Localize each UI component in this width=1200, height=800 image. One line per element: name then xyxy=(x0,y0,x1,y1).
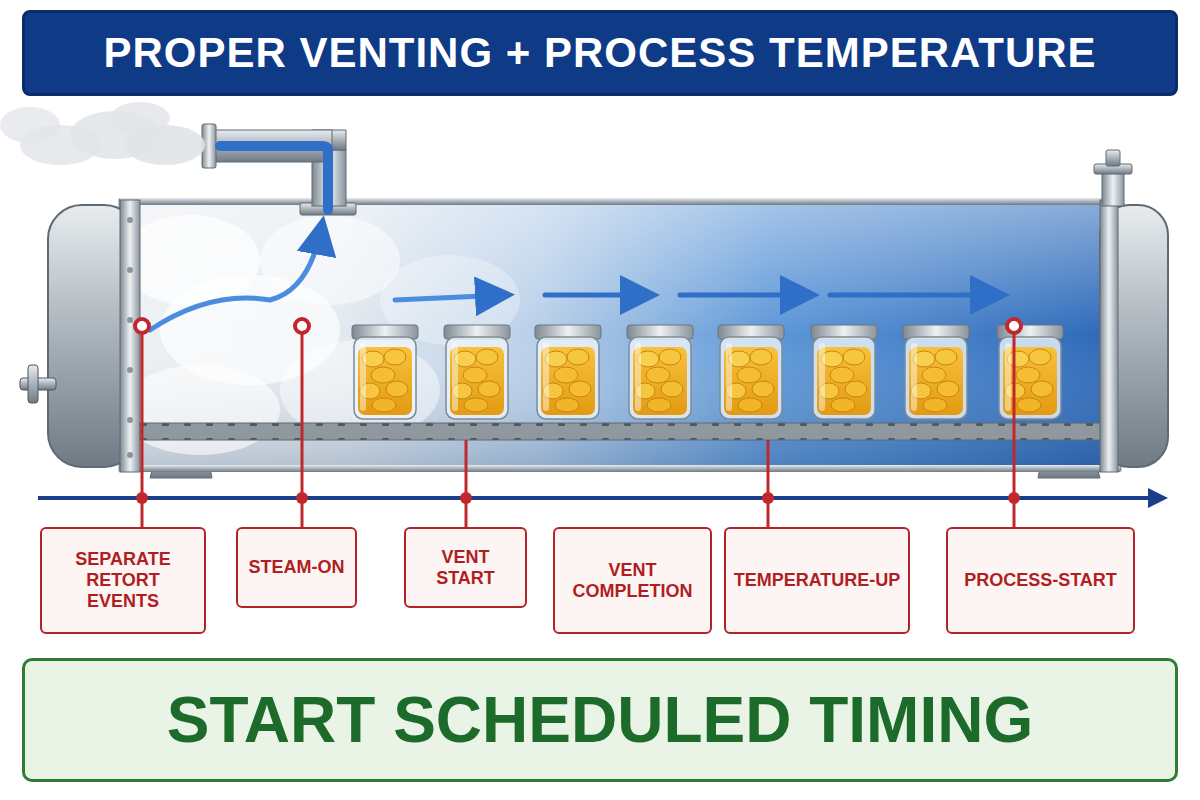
title-band: PROPER VENTING + PROCESS TEMPERATURE xyxy=(22,10,1178,96)
steam-cloud xyxy=(120,215,520,455)
box-content: VENT COMPLETION xyxy=(563,560,702,601)
leader-line xyxy=(142,326,1014,527)
box-label: SEPARATE RETORT EVENTS xyxy=(52,549,194,611)
jar-rack xyxy=(140,423,1100,440)
timing-band: START SCHEDULED TIMING xyxy=(22,658,1178,782)
box-content: VENT START xyxy=(414,547,517,588)
title-text: PROPER VENTING + PROCESS TEMPERATURE xyxy=(103,29,1096,77)
exhaust-steam xyxy=(0,102,205,165)
timeline-arrowhead xyxy=(1148,488,1168,508)
box-content: START SCHEDULED TIMING xyxy=(167,683,1033,757)
box-content: SEPARATE RETORT EVENTS xyxy=(52,549,194,611)
box-label: PROCESS-START xyxy=(964,570,1117,591)
timeline-axis xyxy=(38,496,1152,500)
box-content: PROCESS-START xyxy=(964,570,1117,591)
event-box: SEPARATE RETORT EVENTS xyxy=(40,527,206,634)
box-content: STEAM-ON xyxy=(249,557,345,578)
door-bolts xyxy=(127,217,133,458)
door-flange xyxy=(120,200,140,472)
box-label: VENT START xyxy=(414,547,517,588)
top-valve xyxy=(1094,150,1132,206)
retort-rim xyxy=(120,465,1120,472)
door-handle xyxy=(20,365,56,403)
vent-pipe xyxy=(202,124,356,215)
event-box: STEAM-ON xyxy=(236,527,357,608)
box-label: VENT COMPLETION xyxy=(563,560,702,601)
event-box: TEMPERATURE-UP xyxy=(724,527,910,634)
retort-body xyxy=(120,200,1120,470)
retort-shading xyxy=(120,200,1120,470)
event-box: VENT COMPLETION xyxy=(553,527,712,634)
event-box: PROCESS-START xyxy=(946,527,1135,634)
box-label: TEMPERATURE-UP xyxy=(734,570,901,591)
leader-dot xyxy=(135,319,1021,504)
box-label: STEAM-ON xyxy=(249,557,345,578)
steam-flow-arrow xyxy=(150,225,1000,330)
box-label: START SCHEDULED TIMING xyxy=(167,683,1033,757)
event-box: VENT START xyxy=(404,527,527,608)
box-content: TEMPERATURE-UP xyxy=(734,570,901,591)
end-flange xyxy=(1100,200,1118,472)
retort-rim xyxy=(120,198,1120,205)
jars xyxy=(352,325,1063,419)
